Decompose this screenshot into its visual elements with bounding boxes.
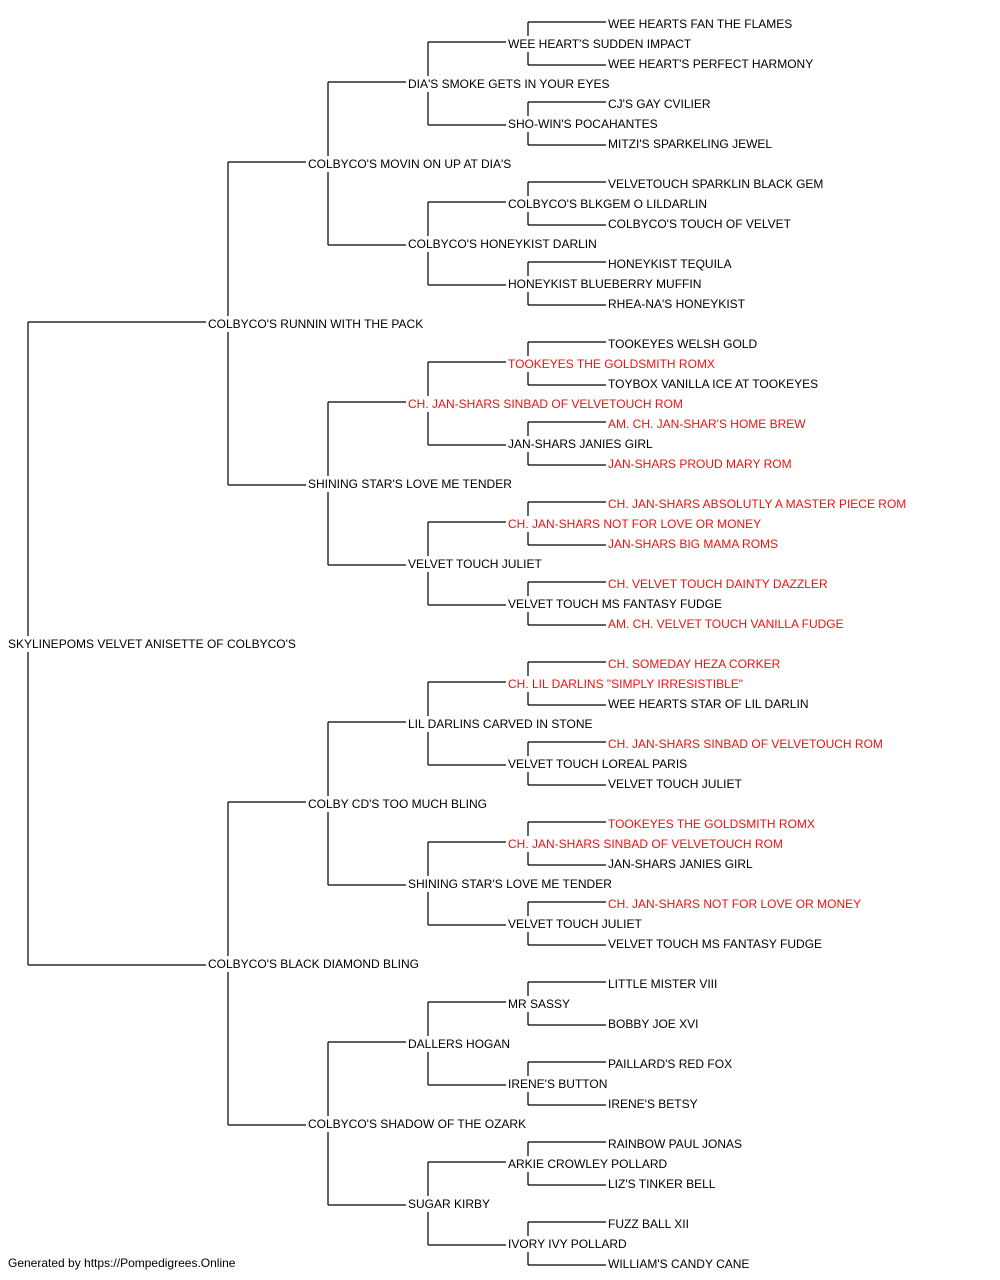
pedigree-name-gen5-sire: CJ'S GAY CVILIER xyxy=(608,97,711,111)
pedigree-name-gen4-dam: SHO-WIN'S POCAHANTES xyxy=(508,117,658,131)
generated-by-footer[interactable]: Generated by https://Pompedigrees.Online xyxy=(8,1256,236,1270)
pedigree-name-gen5-dam: JAN-SHARS PROUD MARY ROM xyxy=(608,457,792,471)
pedigree-name-gen4-sire: CH. JAN-SHARS NOT FOR LOVE OR MONEY xyxy=(508,517,761,531)
pedigree-name-gen4-sire: COLBYCO'S BLKGEM O LILDARLIN xyxy=(508,197,707,211)
pedigree-name-gen5-dam: BOBBY JOE XVI xyxy=(608,1017,698,1031)
pedigree-name-gen2-dam: COLBYCO'S SHADOW OF THE OZARK xyxy=(308,1117,526,1131)
pedigree-name-gen3-dam: VELVET TOUCH JULIET xyxy=(408,557,542,571)
pedigree-name-gen5-sire: TOOKEYES WELSH GOLD xyxy=(608,337,757,351)
pedigree-name-gen0-subject: SKYLINEPOMS VELVET ANISETTE OF COLBYCO'S xyxy=(8,637,296,651)
pedigree-name-gen3-sire: CH. JAN-SHARS SINBAD OF VELVETOUCH ROM xyxy=(408,397,683,411)
pedigree-name-gen5-sire: CH. JAN-SHARS SINBAD OF VELVETOUCH ROM xyxy=(608,737,883,751)
pedigree-name-gen5-dam: COLBYCO'S TOUCH OF VELVET xyxy=(608,217,792,231)
pedigree-name-gen5-dam: JAN-SHARS JANIES GIRL xyxy=(608,857,753,871)
pedigree-connector-lines xyxy=(27,21,606,1266)
pedigree-name-gen4-dam: VELVET TOUCH LOREAL PARIS xyxy=(508,757,687,771)
pedigree-name-gen5-sire: WEE HEARTS FAN THE FLAMES xyxy=(608,17,792,31)
pedigree-name-gen4-dam: JAN-SHARS JANIES GIRL xyxy=(508,437,653,451)
pedigree-name-gen4-sire: ARKIE CROWLEY POLLARD xyxy=(508,1157,667,1171)
pedigree-name-gen4-sire: TOOKEYES THE GOLDSMITH ROMX xyxy=(508,357,715,371)
pedigree-name-gen2-sire: COLBY CD'S TOO MUCH BLING xyxy=(308,797,487,811)
pedigree-name-gen4-sire: WEE HEART'S SUDDEN IMPACT xyxy=(508,37,692,51)
pedigree-name-gen5-dam: TOYBOX VANILLA ICE AT TOOKEYES xyxy=(608,377,818,391)
pedigree-name-gen4-sire: CH. LIL DARLINS "SIMPLY IRRESISTIBLE" xyxy=(508,677,743,691)
pedigree-name-gen4-dam: VELVET TOUCH JULIET xyxy=(508,917,642,931)
pedigree-name-gen5-sire: HONEYKIST TEQUILA xyxy=(608,257,732,271)
pedigree-name-gen5-dam: WEE HEART'S PERFECT HARMONY xyxy=(608,57,813,71)
pedigree-name-gen3-dam: SUGAR KIRBY xyxy=(408,1197,490,1211)
pedigree-name-gen3-sire: DALLERS HOGAN xyxy=(408,1037,510,1051)
pedigree-name-gen3-dam: COLBYCO'S HONEYKIST DARLIN xyxy=(408,237,597,251)
pedigree-name-gen5-dam: WILLIAM'S CANDY CANE xyxy=(608,1257,749,1271)
pedigree-name-gen5-dam: VELVET TOUCH MS FANTASY FUDGE xyxy=(608,937,822,951)
pedigree-name-gen5-sire: LITTLE MISTER VIII xyxy=(608,977,717,991)
pedigree-name-gen2-sire: COLBYCO'S MOVIN ON UP AT DIA'S xyxy=(308,157,511,171)
pedigree-name-gen3-sire: DIA'S SMOKE GETS IN YOUR EYES xyxy=(408,77,609,91)
pedigree-name-gen5-sire: CH. SOMEDAY HEZA CORKER xyxy=(608,657,781,671)
pedigree-name-gen3-sire: LIL DARLINS CARVED IN STONE xyxy=(408,717,593,731)
pedigree-name-gen4-dam: IRENE'S BUTTON xyxy=(508,1077,607,1091)
pedigree-name-gen4-sire: MR SASSY xyxy=(508,997,570,1011)
pedigree-name-gen3-dam: SHINING STAR'S LOVE ME TENDER xyxy=(408,877,612,891)
pedigree-name-gen4-dam: IVORY IVY POLLARD xyxy=(508,1237,627,1251)
pedigree-name-gen5-sire: CH. JAN-SHARS ABSOLUTLY A MASTER PIECE R… xyxy=(608,497,906,511)
pedigree-name-gen5-dam: VELVET TOUCH JULIET xyxy=(608,777,742,791)
pedigree-name-gen5-dam: IRENE'S BETSY xyxy=(608,1097,698,1111)
pedigree-name-gen2-dam: SHINING STAR'S LOVE ME TENDER xyxy=(308,477,512,491)
pedigree-name-gen5-dam: LIZ'S TINKER BELL xyxy=(608,1177,716,1191)
pedigree-name-gen5-dam: WEE HEARTS STAR OF LIL DARLIN xyxy=(608,697,808,711)
pedigree-name-gen1-dam: COLBYCO'S BLACK DIAMOND BLING xyxy=(208,957,419,971)
pedigree-name-gen4-dam: VELVET TOUCH MS FANTASY FUDGE xyxy=(508,597,722,611)
pedigree-name-gen5-dam: RHEA-NA'S HONEYKIST xyxy=(608,297,746,311)
pedigree-name-gen5-sire: AM. CH. JAN-SHAR'S HOME BREW xyxy=(608,417,806,431)
pedigree-name-gen5-sire: CH. VELVET TOUCH DAINTY DAZZLER xyxy=(608,577,828,591)
pedigree-name-gen4-sire: CH. JAN-SHARS SINBAD OF VELVETOUCH ROM xyxy=(508,837,783,851)
pedigree-name-gen5-sire: VELVETOUCH SPARKLIN BLACK GEM xyxy=(608,177,823,191)
pedigree-name-gen5-dam: AM. CH. VELVET TOUCH VANILLA FUDGE xyxy=(608,617,844,631)
pedigree-name-gen5-sire: TOOKEYES THE GOLDSMITH ROMX xyxy=(608,817,815,831)
pedigree-name-labels: SKYLINEPOMS VELVET ANISETTE OF COLBYCO'S… xyxy=(8,17,906,1271)
pedigree-name-gen5-dam: MITZI'S SPARKELING JEWEL xyxy=(608,137,772,151)
pedigree-name-gen1-sire: COLBYCO'S RUNNIN WITH THE PACK xyxy=(208,317,423,331)
pedigree-name-gen5-sire: PAILLARD'S RED FOX xyxy=(608,1057,732,1071)
pedigree-name-gen4-dam: HONEYKIST BLUEBERRY MUFFIN xyxy=(508,277,701,291)
pedigree-name-gen5-sire: RAINBOW PAUL JONAS xyxy=(608,1137,742,1151)
pedigree-name-gen5-dam: JAN-SHARS BIG MAMA ROMS xyxy=(608,537,778,551)
pedigree-name-gen5-sire: FUZZ BALL XII xyxy=(608,1217,689,1231)
pedigree-name-gen5-sire: CH. JAN-SHARS NOT FOR LOVE OR MONEY xyxy=(608,897,861,911)
